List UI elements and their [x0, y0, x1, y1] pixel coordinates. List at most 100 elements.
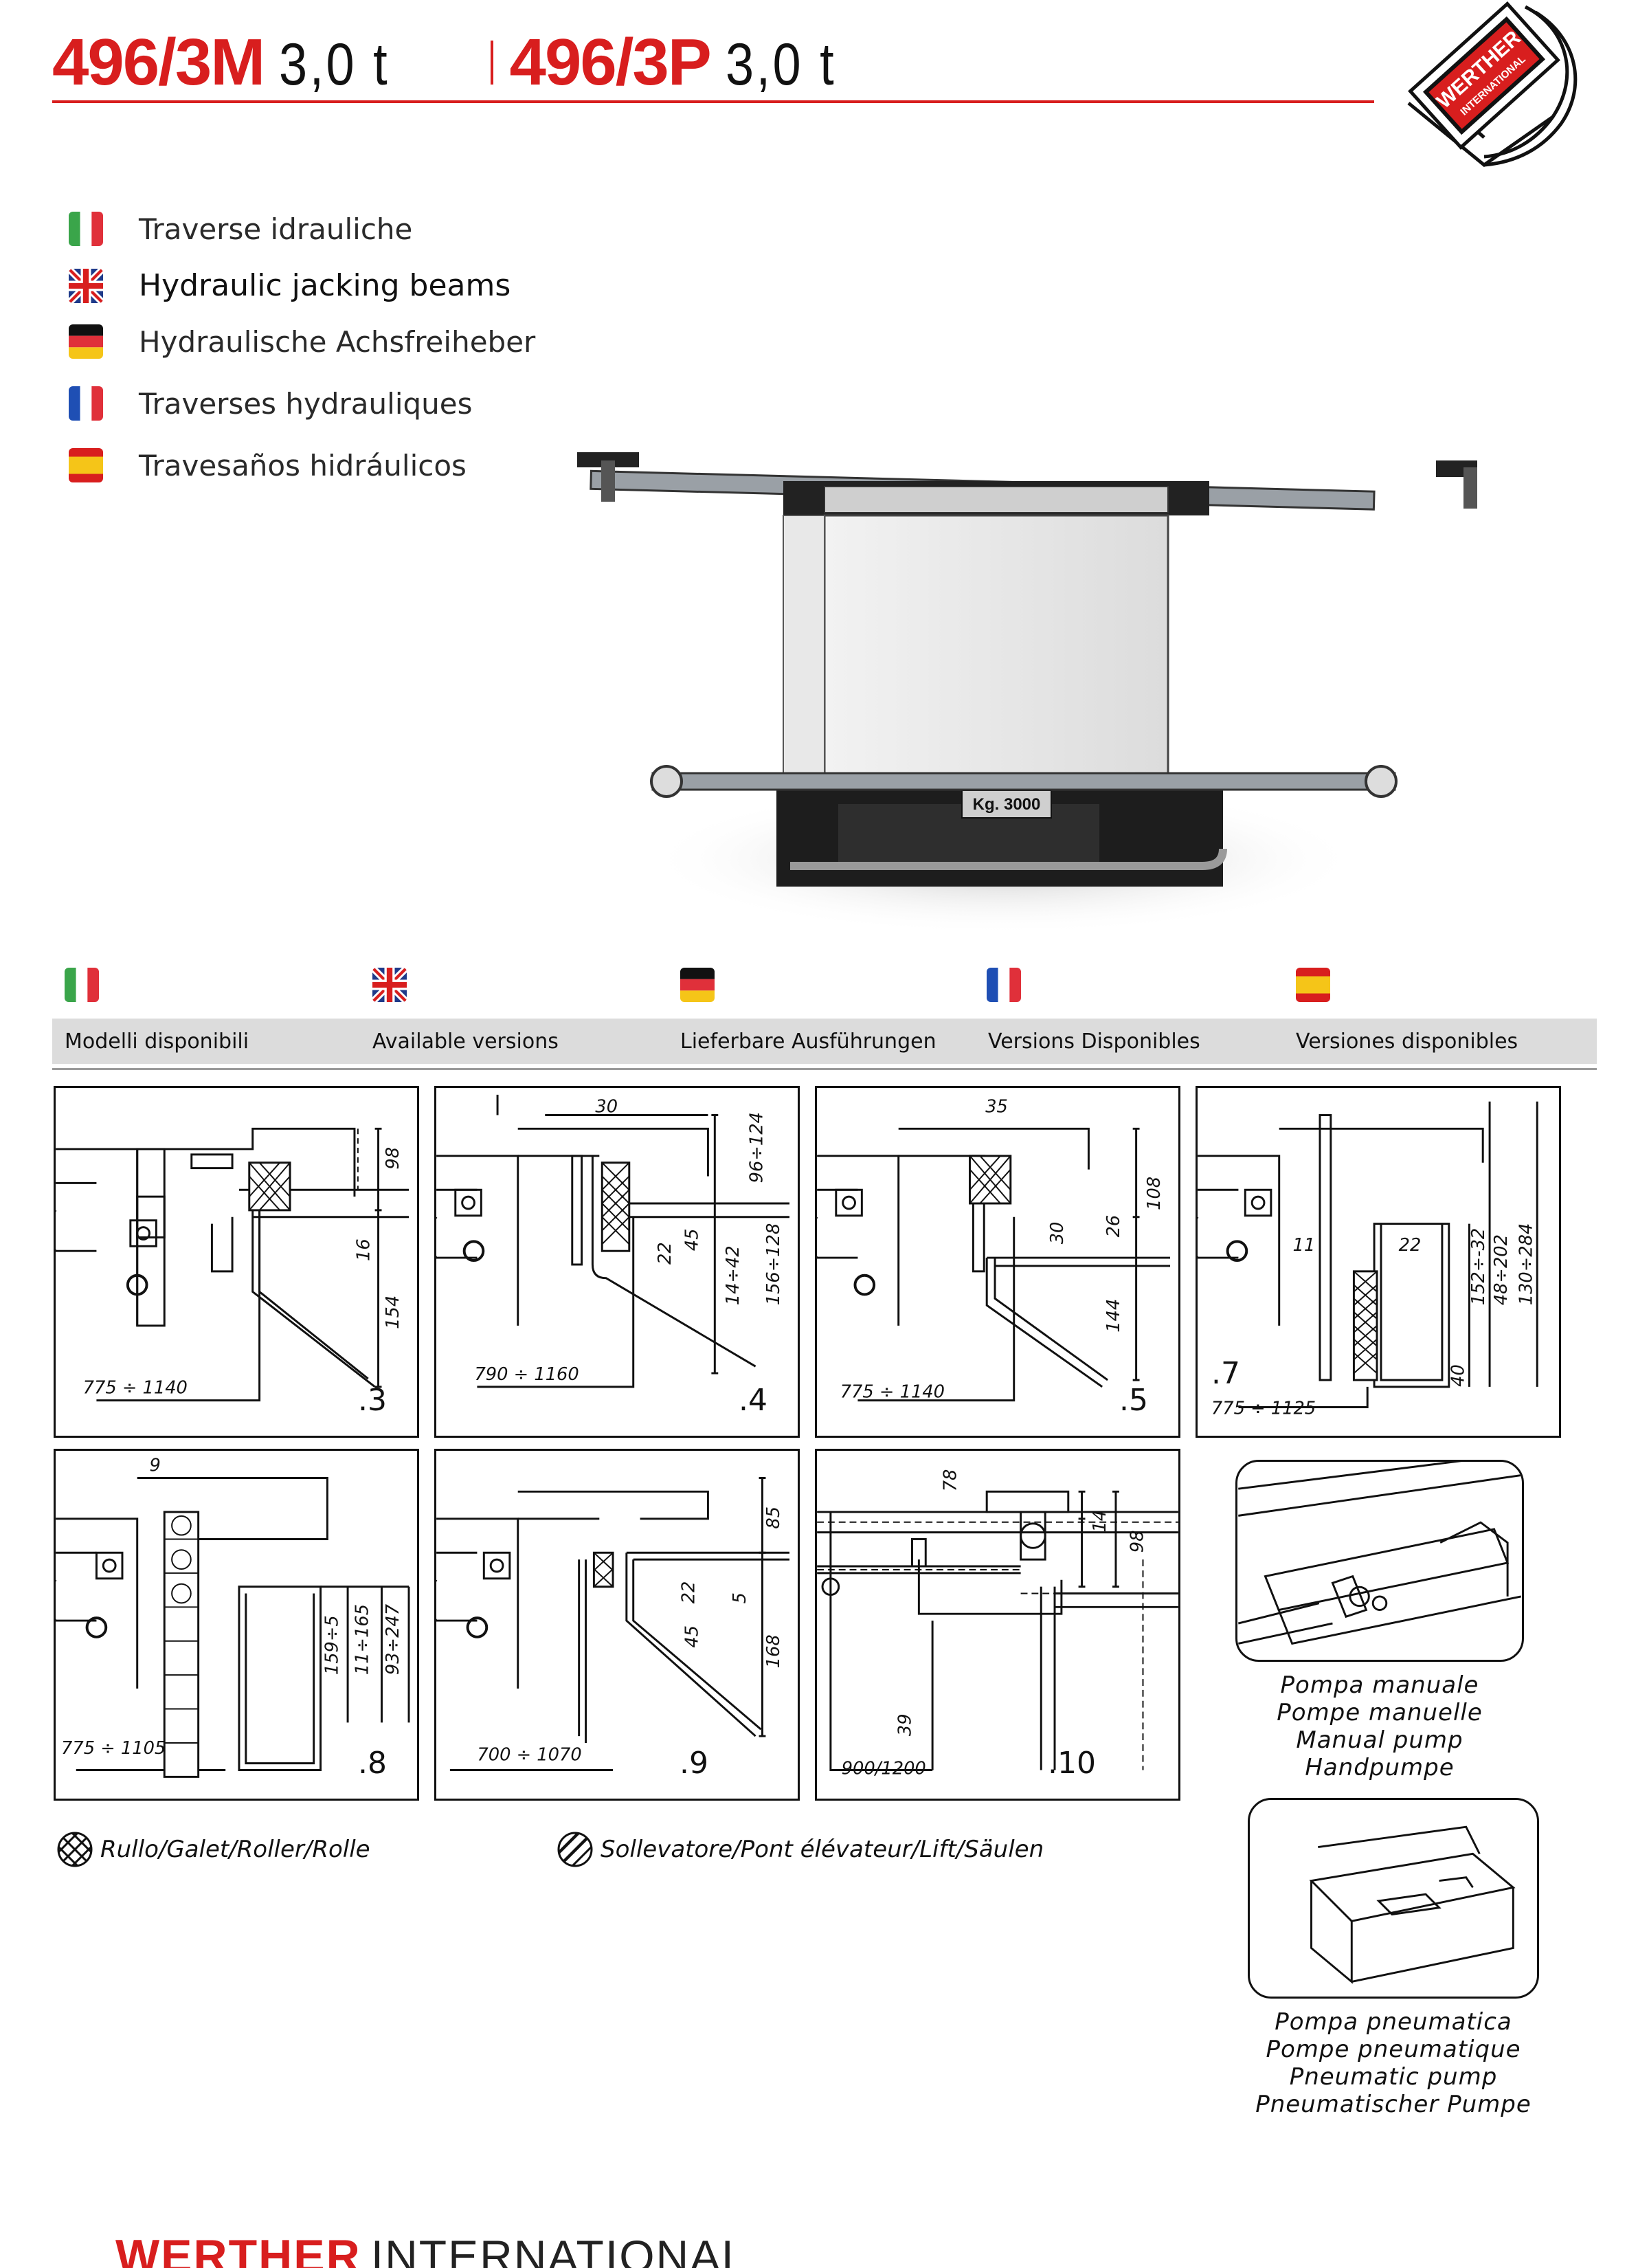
dim-label: 11	[1292, 1235, 1315, 1256]
versions-label-it: Modelli disponibili	[65, 1030, 249, 1054]
roller-hatch-icon	[56, 1831, 93, 1868]
dim-label: 16	[354, 1238, 374, 1261]
legend-lift-label: Sollevatore/Pont élévateur/Lift/Säulen	[601, 1836, 1044, 1863]
dim-label: 78	[941, 1469, 961, 1492]
lang-row-es: Travesaños hidráulicos	[69, 448, 467, 482]
legend-roller: Rullo/Galet/Roller/Rolle	[56, 1831, 370, 1868]
header-separator	[490, 41, 493, 85]
dim-label: 11÷165	[352, 1604, 373, 1675]
versions-flags	[0, 968, 1649, 1006]
dim-label: 108	[1144, 1177, 1165, 1210]
dim-label: 775 ÷ 1105	[61, 1738, 166, 1759]
dim-label: 96÷124	[746, 1112, 767, 1183]
capacity-b: 3,0 t	[725, 32, 836, 98]
versions-rule	[52, 1068, 1597, 1070]
dim-label: 130÷284	[1516, 1223, 1536, 1306]
dim-label: 775 ÷ 1140	[83, 1378, 188, 1399]
diagram-number: .9	[680, 1746, 708, 1781]
diagram-number: .4	[739, 1383, 767, 1418]
dim-label: 154	[383, 1296, 403, 1329]
lang-row-it: Traverse idrauliche	[69, 212, 412, 246]
legend-lift: Sollevatore/Pont élévateur/Lift/Säulen	[557, 1831, 1044, 1868]
pneumatic-pump-label-de: Pneumatischer Pumpe	[1255, 2091, 1532, 2118]
manual-pump-label-fr: Pompe manuelle	[1277, 1699, 1483, 1726]
diagram-number: .7	[1211, 1356, 1240, 1391]
capacity-plate-label: Kg. 3000	[973, 795, 1041, 814]
dim-label: 35	[985, 1097, 1008, 1118]
pneumatic-pump-label-it: Pompa pneumatica	[1275, 2008, 1512, 2036]
pneumatic-pump-label-en: Pneumatic pump	[1289, 2063, 1498, 2091]
dim-label: 40	[1448, 1364, 1469, 1387]
lift-hatch-icon	[557, 1831, 594, 1868]
dim-label: 48÷202	[1491, 1234, 1512, 1305]
lang-label-fr: Traverses hydrauliques	[139, 386, 473, 421]
dim-label: 152÷-32	[1468, 1228, 1489, 1306]
model-title-a: 496/3M	[52, 25, 265, 99]
es-flag-icon	[69, 448, 103, 482]
diagram-number: .5	[1119, 1383, 1148, 1418]
capacity-a: 3,0 t	[279, 32, 390, 98]
manual-pump-label-it: Pompa manuale	[1280, 1671, 1479, 1699]
versions-label-fr: Versions Disponibles	[988, 1030, 1200, 1054]
manual-pump-label-en: Manual pump	[1296, 1726, 1463, 1754]
versions-label-de: Lieferbare Ausführungen	[680, 1030, 936, 1054]
dim-label: 9	[150, 1456, 161, 1476]
lang-row-fr: Traverses hydrauliques	[69, 386, 473, 421]
diagram-version-5: 35 108 30 26 144 775 ÷ 1140 .5	[815, 1086, 1180, 1438]
manual-pump-label-de: Handpumpe	[1305, 1754, 1455, 1781]
manual-pump-drawing	[1235, 1460, 1524, 1662]
versions-label-es: Versiones disponibles	[1296, 1030, 1518, 1054]
dim-label: 5	[730, 1592, 750, 1603]
dim-label: 98	[1127, 1531, 1147, 1553]
dim-label: 98	[383, 1147, 403, 1170]
dim-label: 22	[679, 1581, 699, 1604]
dim-label: 30	[595, 1097, 618, 1118]
lang-label-it: Traverse idrauliche	[139, 212, 413, 246]
werther-logo: WERTHER INTERNATIONAL	[1381, 0, 1608, 172]
dim-label: 30	[1047, 1222, 1068, 1245]
diagram-version-9: 85 22 45 5 168 700 ÷ 1070 .9	[434, 1449, 800, 1801]
versions-bar: Modelli disponibili Available versions L…	[52, 1019, 1597, 1064]
diagram-version-10: 78 14 98 39 900/1200 .10	[815, 1449, 1180, 1801]
header-rule	[52, 100, 1374, 103]
lang-label-es: Travesaños hidráulicos	[139, 448, 467, 482]
uk-flag-icon	[69, 268, 103, 303]
lang-label-de: Hydraulische Achsfreiheber	[139, 324, 536, 359]
dim-label: 168	[763, 1634, 784, 1668]
diagram-number: .3	[358, 1383, 387, 1418]
dim-label: 900/1200	[842, 1758, 926, 1779]
dim-label: 700 ÷ 1070	[477, 1745, 581, 1766]
dim-label: 26	[1103, 1215, 1124, 1238]
dim-label: 775 ÷ 1125	[1211, 1398, 1316, 1419]
manual-pump-caption: Pompa manuale Pompe manuelle Manual pump…	[1235, 1671, 1524, 1781]
diagram-version-3: 98 16 154 775 ÷ 1140 .3	[54, 1086, 419, 1438]
diagram-number: .10	[1048, 1746, 1096, 1781]
dim-label: 775 ÷ 1140	[840, 1382, 945, 1403]
pneumatic-pump-caption: Pompa pneumatica Pompe pneumatique Pneum…	[1248, 2008, 1539, 2118]
fr-flag-icon	[987, 968, 1021, 1002]
product-photo: Kg. 3000	[563, 419, 1505, 948]
versions-label-en: Available versions	[372, 1030, 559, 1054]
dim-label: 156÷128	[763, 1223, 784, 1306]
dim-label: 39	[895, 1713, 916, 1736]
diagram-version-4: 30 96÷124 45 22 14÷42 156÷128 790 ÷ 1160…	[434, 1086, 800, 1438]
dim-label: 14÷42	[723, 1245, 743, 1305]
footer-brand-name: WERTHER	[115, 2230, 361, 2268]
de-flag-icon	[69, 324, 103, 359]
dim-label: 144	[1103, 1299, 1124, 1333]
dim-label: 45	[682, 1625, 703, 1648]
diagram-number: .8	[358, 1746, 387, 1781]
dim-label: 14	[1090, 1510, 1110, 1533]
it-flag-icon	[69, 212, 103, 246]
dim-label: 22	[1399, 1235, 1422, 1256]
model-title-b: 496/3P	[509, 25, 712, 99]
fr-flag-icon	[69, 386, 103, 421]
document-header: 496/3M 3,0 t 496/3P 3,0 t	[52, 25, 854, 100]
uk-flag-icon	[372, 968, 407, 1002]
de-flag-icon	[680, 968, 715, 1002]
es-flag-icon	[1296, 968, 1330, 1002]
dim-label: 93÷247	[383, 1603, 403, 1675]
pneumatic-pump-label-fr: Pompe pneumatique	[1266, 2036, 1521, 2063]
dim-label: 790 ÷ 1160	[474, 1364, 579, 1385]
